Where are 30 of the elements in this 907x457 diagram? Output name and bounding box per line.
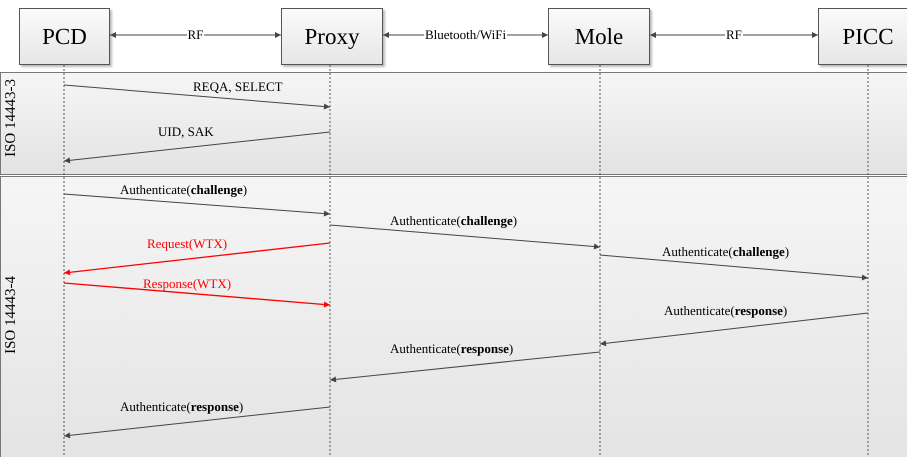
message-label: Authenticate(challenge) xyxy=(120,182,248,197)
message-label: Authenticate(response) xyxy=(120,399,244,414)
message-arrow xyxy=(64,84,330,110)
message-label: Authenticate(response) xyxy=(664,303,788,318)
message-arrow xyxy=(600,312,868,346)
link-label: Bluetooth/WiFi xyxy=(424,27,508,42)
message-arrow xyxy=(64,194,330,217)
participant-box: Mole xyxy=(548,8,650,65)
message-arrow xyxy=(64,282,330,308)
message-arrow xyxy=(64,242,330,276)
message-arrow xyxy=(330,224,600,250)
message-label: Response(WTX) xyxy=(143,276,232,291)
message-arrow xyxy=(330,352,600,382)
message-label: Authenticate(challenge) xyxy=(390,213,518,228)
message-arrow xyxy=(64,406,330,438)
phase-label: ISO 14443-3 xyxy=(3,79,20,157)
phase-label: ISO 14443-4 xyxy=(3,276,20,354)
participant-box: PCD xyxy=(19,8,110,65)
message-label: Authenticate(challenge) xyxy=(662,244,790,259)
message-label: Request(WTX) xyxy=(147,236,228,251)
link-arrow xyxy=(650,32,818,38)
participant-box: PICC xyxy=(818,8,907,65)
participant-box: Proxy xyxy=(281,8,383,65)
message-label: REQA, SELECT xyxy=(193,79,283,94)
message-arrow xyxy=(64,132,330,164)
message-arrow xyxy=(600,254,868,280)
message-label: Authenticate(response) xyxy=(390,341,514,356)
link-arrow xyxy=(110,32,282,38)
message-label: UID, SAK xyxy=(158,124,214,139)
link-arrow xyxy=(382,32,548,38)
